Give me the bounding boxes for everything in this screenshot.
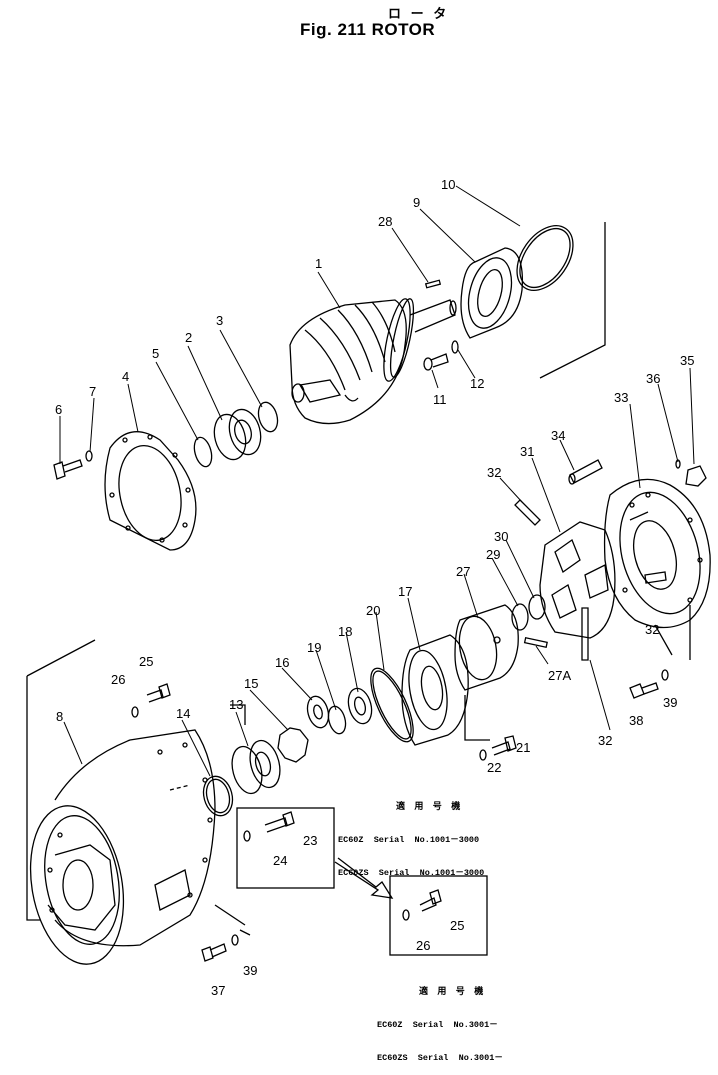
part-rotor xyxy=(289,298,457,425)
upper-applicability-box xyxy=(236,807,335,889)
part-31-coupling xyxy=(539,521,616,639)
part-18-bearing xyxy=(347,687,373,725)
part-6-7-bolt-washer xyxy=(53,450,93,480)
callout-39-2: 39 xyxy=(243,963,257,978)
replacement-arrow xyxy=(334,857,394,899)
lower-applicability-note: 適 用 号 機 EC60Z Serial No.3001－ EC60ZS Ser… xyxy=(377,965,503,1075)
upper-applicability-note: 適 用 号 機 EC60Z Serial No.1001－3000 EC60ZS… xyxy=(338,780,484,890)
callout-16: 16 xyxy=(275,655,289,670)
lower-note-heading: 適 用 号 機 xyxy=(419,987,486,997)
callout-38: 38 xyxy=(629,713,643,728)
part-21-22-bolt-washer xyxy=(479,735,517,761)
callout-32: 32 xyxy=(487,465,501,480)
callout-8: 8 xyxy=(56,709,63,724)
callout-15: 15 xyxy=(244,676,258,691)
upper-note-line-2: EC60ZS Serial No.1001－3000 xyxy=(338,868,485,878)
lower-note-line-1: EC60Z Serial No.3001－ xyxy=(377,1020,498,1030)
callout-12: 12 xyxy=(470,376,484,391)
part-27-hub xyxy=(454,604,519,691)
callout-33: 33 xyxy=(614,390,628,405)
callout-28: 28 xyxy=(378,214,392,229)
callout-37: 37 xyxy=(211,983,225,998)
callout-19: 19 xyxy=(307,640,321,655)
callout-13: 13 xyxy=(229,697,243,712)
part-25-26-bolt-washer-upper xyxy=(131,683,171,718)
callout-11: 11 xyxy=(433,392,447,407)
callout-27a: 27A xyxy=(548,668,571,683)
upper-note-heading: 適 用 号 機 xyxy=(396,802,463,812)
callout-9: 9 xyxy=(413,195,420,210)
part-33-flange xyxy=(603,478,711,629)
lower-note-line-2: EC60ZS Serial No.3001－ xyxy=(377,1053,503,1063)
part-25-26-bolt-washer-lower xyxy=(402,889,442,921)
part-37-39-bolt-washer xyxy=(201,934,239,962)
callout-10: 10 xyxy=(441,177,455,192)
exploded-parts-drawing: 1234567891011121314151617181920212223242… xyxy=(26,177,711,998)
callout-labels: 1234567891011121314151617181920212223242… xyxy=(55,177,694,998)
callout-23: 23 xyxy=(303,833,317,848)
part-15-lock-washer xyxy=(277,727,309,763)
callout-25: 25 xyxy=(139,654,153,669)
callout-34: 34 xyxy=(551,428,565,443)
callout-30: 30 xyxy=(494,529,508,544)
part-35-36-nut xyxy=(675,459,707,487)
callout-39: 39 xyxy=(663,695,677,710)
callout-5: 5 xyxy=(152,346,159,361)
callout-31: 31 xyxy=(520,444,534,459)
upper-note-line-1: EC60Z Serial No.1001－3000 xyxy=(338,835,480,845)
callout-36: 36 xyxy=(646,371,660,386)
part-5-snap-ring xyxy=(193,436,213,468)
part-29-30-lock xyxy=(511,594,546,631)
part-8-housing xyxy=(29,729,216,965)
diagram-canvas: ロ ー タ Fig. 211 ROTOR xyxy=(26,6,711,1063)
callout-35: 35 xyxy=(680,353,694,368)
part-28-key xyxy=(424,279,442,289)
part-14-ring xyxy=(202,775,234,817)
callout-14: 14 xyxy=(176,706,190,721)
part-23-24-bolt-washer xyxy=(243,811,295,842)
callout-18: 18 xyxy=(338,624,352,639)
callout-26-2: 26 xyxy=(416,938,430,953)
part-27a-pin xyxy=(523,636,548,648)
part-13-bearing xyxy=(231,739,281,795)
part-32-bolts xyxy=(514,499,667,661)
part-34-pin xyxy=(568,459,603,485)
part-9-collar xyxy=(460,247,524,339)
part-20-o-ring xyxy=(370,667,414,743)
callout-22: 22 xyxy=(487,760,501,775)
part-38-39-bolt-washer xyxy=(629,669,669,699)
callout-29: 29 xyxy=(486,547,500,562)
part-2-bearing xyxy=(213,408,262,461)
part-16-nut xyxy=(306,695,330,729)
figure-title-japanese: ロ ー タ xyxy=(388,6,450,21)
part-17-cover xyxy=(401,634,469,746)
figure-title: Fig. 211 ROTOR xyxy=(300,20,436,39)
callout-7: 7 xyxy=(89,384,96,399)
part-19-ring xyxy=(327,705,347,735)
part-3-ring xyxy=(257,401,279,433)
part-4-flange xyxy=(104,431,197,551)
callout-32-3: 32 xyxy=(598,733,612,748)
callout-4: 4 xyxy=(122,369,129,384)
callout-27: 27 xyxy=(456,564,470,579)
callout-6: 6 xyxy=(55,402,62,417)
callout-2: 2 xyxy=(185,330,192,345)
callout-3: 3 xyxy=(216,313,223,328)
callout-20: 20 xyxy=(366,603,380,618)
part-10-ring xyxy=(516,225,574,291)
part-11-12-bolt-washer xyxy=(423,340,459,371)
callout-24: 24 xyxy=(273,853,287,868)
callout-17: 17 xyxy=(398,584,412,599)
lower-applicability-box xyxy=(389,875,488,956)
callout-25-2: 25 xyxy=(450,918,464,933)
callout-32-2: 32 xyxy=(645,622,659,637)
callout-1: 1 xyxy=(315,256,322,271)
callout-21: 21 xyxy=(516,740,530,755)
callout-26: 26 xyxy=(111,672,125,687)
leader-lines xyxy=(59,185,695,777)
